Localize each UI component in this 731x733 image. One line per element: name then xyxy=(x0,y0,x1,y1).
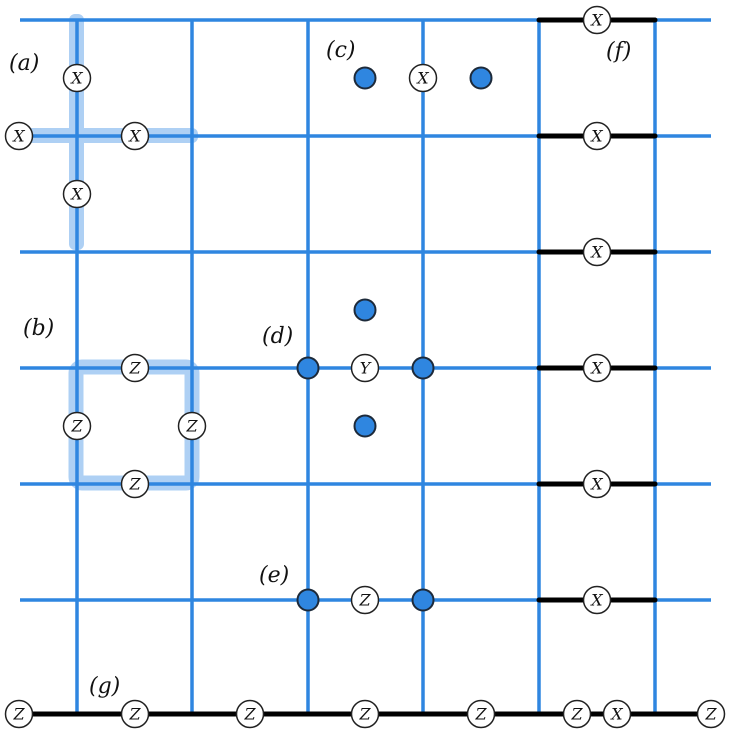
z-operator-circle xyxy=(562,699,592,729)
filled-dots xyxy=(296,66,493,612)
z-operator-label: Z xyxy=(128,705,141,724)
z-operator-label: Z xyxy=(358,591,371,610)
z-operator-label: Z xyxy=(128,359,141,378)
dot-e-right xyxy=(411,588,435,612)
x-operator-label: X xyxy=(11,127,25,146)
panel-label-c: (c) xyxy=(326,38,356,63)
y-operator-label: Y xyxy=(360,359,372,378)
operator-circles xyxy=(4,5,726,729)
x-operator-label: X xyxy=(589,127,603,146)
x-operator-label: X xyxy=(589,11,603,30)
highlight-layer xyxy=(20,14,200,491)
x-operator-label: X xyxy=(589,359,603,378)
panel-labels: (a) (b) (c) (d) (e) (f) (g) xyxy=(9,38,631,699)
panel-label-f: (f) xyxy=(606,39,631,64)
z-operator-circle xyxy=(350,699,380,729)
dot-e-left xyxy=(296,588,320,612)
z-operator-circle xyxy=(696,699,726,729)
x-operator-circle xyxy=(582,237,612,267)
dot-c-right xyxy=(469,66,493,90)
x-operator-label: X xyxy=(589,243,603,262)
dot-d-left xyxy=(296,356,320,380)
x-operator-circle xyxy=(602,699,632,729)
x-operator-circle xyxy=(582,585,612,615)
z-operator-circle xyxy=(120,699,150,729)
z-operator-circle xyxy=(120,469,150,499)
x-operator-label: X xyxy=(609,705,623,724)
x-operator-label: X xyxy=(69,69,83,88)
z-operator-label: Z xyxy=(704,705,717,724)
z-operator-label: Z xyxy=(570,705,583,724)
x-operator-circle xyxy=(582,353,612,383)
z-operator-label: Z xyxy=(474,705,487,724)
dot-c-left xyxy=(353,66,377,90)
x-operator-circle xyxy=(582,5,612,35)
dot-d-right xyxy=(411,356,435,380)
z-operator-label: Z xyxy=(358,705,371,724)
z-operator-label: Z xyxy=(128,475,141,494)
z-operator-circle xyxy=(466,699,496,729)
z-operator-circle xyxy=(350,585,380,615)
x-operator-circle xyxy=(582,121,612,151)
z-operator-label: Z xyxy=(12,705,25,724)
x-operator-circle xyxy=(62,179,92,209)
z-operator-label: Z xyxy=(70,417,83,436)
x-operator-circle xyxy=(62,63,92,93)
z-operator-circle xyxy=(120,353,150,383)
z-operator-circle xyxy=(235,699,265,729)
x-operator-circle xyxy=(408,63,438,93)
dot-d-top xyxy=(353,298,377,322)
z-operator-label: Z xyxy=(243,705,256,724)
panel-label-g: (g) xyxy=(89,674,120,699)
panel-label-a: (a) xyxy=(9,51,39,76)
z-operator-label: Z xyxy=(185,417,198,436)
panel-label-d: (d) xyxy=(262,324,293,349)
x-operator-label: X xyxy=(589,591,603,610)
panel-label-e: (e) xyxy=(259,563,289,588)
z-operator-circle xyxy=(62,411,92,441)
z-operator-circle xyxy=(177,411,207,441)
x-operator-label: X xyxy=(127,127,141,146)
y-operator-circle xyxy=(350,353,380,383)
operator-letters: X X X X Z Z Z Z X Y Z X X X X X X Z Z Z … xyxy=(11,11,717,724)
dot-d-bottom xyxy=(353,414,377,438)
x-operator-circle xyxy=(4,121,34,151)
x-operator-circle xyxy=(582,469,612,499)
x-operator-label: X xyxy=(69,185,83,204)
x-operator-circle xyxy=(120,121,150,151)
x-operator-label: X xyxy=(589,475,603,494)
plaquette-highlight xyxy=(68,359,200,491)
z-operator-circle xyxy=(4,699,34,729)
panel-label-b: (b) xyxy=(23,316,54,341)
x-operator-label: X xyxy=(415,69,429,88)
